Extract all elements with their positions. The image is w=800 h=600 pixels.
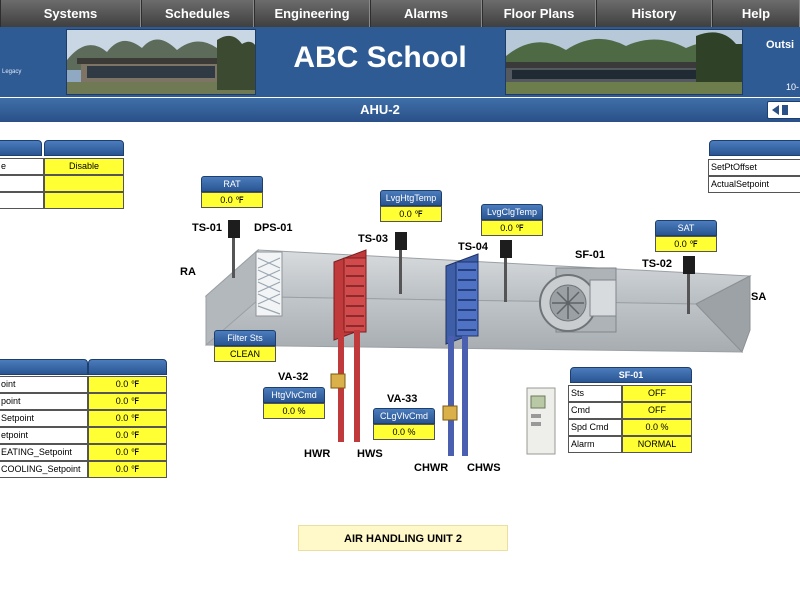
setpoint-label-0: oint: [0, 376, 88, 393]
htg-valve-cmd-label: HtgVlvCmd: [263, 387, 325, 403]
sf01-table-title: SF-01: [618, 370, 644, 380]
tag-chws: CHWS: [467, 462, 501, 474]
sf01-sts-value[interactable]: OFF: [622, 385, 692, 402]
tag-hws: HWS: [357, 448, 383, 460]
left-top-label-1: [0, 175, 44, 192]
tag-ts03: TS-03: [358, 233, 388, 245]
tag-va33: VA-33: [387, 393, 418, 405]
outside-temp-sub: 10-: [786, 82, 800, 92]
nav-history[interactable]: History: [596, 0, 712, 27]
page-title: ABC School: [293, 41, 467, 74]
lvg-htg-temp-value: 0.0 ℉: [380, 206, 442, 222]
chilled-water-pipes: [442, 336, 468, 456]
heating-coil: [333, 249, 367, 341]
setpoint-value-1[interactable]: 0.0 ℉: [88, 393, 167, 410]
lvg-clg-temp-value: 0.0 ℉: [481, 220, 543, 236]
setpoint-value-0[interactable]: 0.0 ℉: [88, 376, 167, 393]
sf01-table-head: [570, 367, 692, 383]
tag-hwr: HWR: [304, 448, 331, 460]
actual-setpoint-label: ActualSetpoint: [708, 176, 800, 193]
setpoint-value-5[interactable]: 0.0 ℉: [88, 461, 167, 478]
sf01-cmd-label: Cmd: [568, 402, 622, 419]
left-top-value-1[interactable]: [44, 175, 124, 192]
tag-ts01: TS-01: [192, 222, 222, 234]
tag-ts04: TS-04: [458, 241, 488, 253]
outside-temp-label: Outsi: [766, 39, 795, 51]
sf01-alarm-value[interactable]: NORMAL: [622, 436, 692, 453]
vfd-drive: [526, 387, 556, 455]
logo-text: Legacy: [2, 69, 22, 75]
filter: [255, 251, 283, 317]
filter-status-value: CLEAN: [214, 346, 276, 362]
nav-systems[interactable]: Systems: [0, 0, 141, 27]
setpoint-label-2: Setpoint: [0, 410, 88, 427]
nav-alarms[interactable]: Alarms: [370, 0, 482, 27]
unit-title-bar: AHU-2: [0, 98, 800, 122]
sf01-alarm-label: Alarm: [568, 436, 622, 453]
left-top-table-head-2: [44, 140, 124, 156]
lvg-htg-temp-label: LvgHtgTemp: [380, 190, 442, 206]
right-top-table-head: [709, 140, 800, 156]
setpt-offset-label: SetPtOffset: [708, 159, 800, 176]
rat-value: 0.0 ℉: [201, 192, 263, 208]
tag-va32: VA-32: [278, 371, 309, 383]
lvg-clg-temp-label: LvgClgTemp: [481, 204, 543, 220]
left-top-label-2: [0, 192, 44, 209]
arrow-left-icon: [772, 105, 779, 115]
clg-valve-cmd-label: CLgVlvCmd: [373, 408, 435, 424]
tag-return-air: RA: [180, 266, 196, 278]
setpoint-label-1: point: [0, 393, 88, 410]
tag-chwr: CHWR: [414, 462, 449, 474]
tag-dps01: DPS-01: [254, 222, 293, 234]
nav-schedules[interactable]: Schedules: [141, 0, 254, 27]
left-top-value-2[interactable]: [44, 192, 124, 209]
setpoint-value-4[interactable]: 0.0 ℉: [88, 444, 167, 461]
header-banner: Legacy ABC School: [0, 27, 800, 97]
sf01-spd-cmd-value[interactable]: 0.0 %: [622, 419, 692, 436]
unit-title: AHU-2: [360, 102, 400, 117]
sat-label: SAT: [655, 220, 717, 236]
filter-status-label: Filter Sts: [214, 330, 276, 346]
sf01-sts-label: Sts: [568, 385, 622, 402]
cooling-coil: [445, 253, 479, 345]
top-nav: Systems Schedules Engineering Alarms Flo…: [0, 0, 800, 27]
setpoint-label-5: COOLING_Setpoint: [0, 461, 88, 478]
sensor-probes: [228, 220, 695, 314]
sf01-spd-cmd-label: Spd Cmd: [568, 419, 622, 436]
setpoint-table-head-1: [0, 359, 88, 375]
next-page-button[interactable]: [767, 101, 800, 119]
left-top-label-0: e: [0, 158, 44, 175]
unit-caption: AIR HANDLING UNIT 2: [298, 525, 508, 551]
tag-ts02: TS-02: [642, 258, 672, 270]
htg-valve-cmd-value: 0.0 %: [263, 403, 325, 419]
setpoint-value-2[interactable]: 0.0 ℉: [88, 410, 167, 427]
tag-supply-air: SA: [751, 291, 767, 303]
sf01-cmd-value[interactable]: OFF: [622, 402, 692, 419]
setpoint-label-4: EATING_Setpoint: [0, 444, 88, 461]
hot-water-pipes: [330, 330, 360, 442]
left-top-value-0[interactable]: Disable: [44, 158, 124, 175]
setpoint-table-head-2: [88, 359, 167, 375]
setpoint-value-3[interactable]: 0.0 ℉: [88, 427, 167, 444]
tag-sf01: SF-01: [575, 249, 605, 261]
school-photo-right: [505, 29, 743, 95]
setpoint-label-3: etpoint: [0, 427, 88, 444]
clg-valve-cmd-value: 0.0 %: [373, 424, 435, 440]
nav-floor-plans[interactable]: Floor Plans: [482, 0, 596, 27]
nav-engineering[interactable]: Engineering: [254, 0, 370, 27]
sat-value: 0.0 ℉: [655, 236, 717, 252]
supply-fan: [539, 267, 617, 333]
left-top-table-head-1: [0, 140, 42, 156]
rat-label: RAT: [201, 176, 263, 192]
school-photo-left: [66, 29, 256, 95]
bar-icon: [782, 105, 788, 115]
